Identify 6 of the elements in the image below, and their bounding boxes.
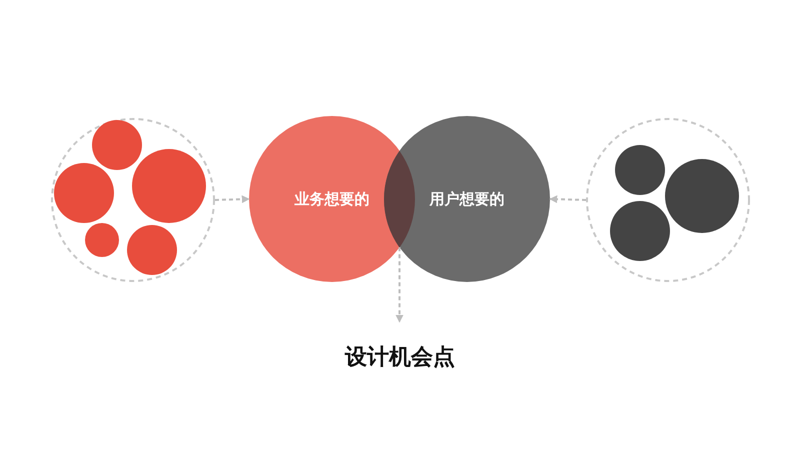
circle-label: 业务想要的 bbox=[294, 190, 370, 208]
heading-label: 设计机会点 bbox=[345, 344, 455, 372]
circle-label: 用户想要的 bbox=[430, 190, 504, 208]
arrow bbox=[396, 247, 404, 323]
arrow bbox=[214, 195, 250, 204]
arrow bbox=[549, 195, 586, 204]
